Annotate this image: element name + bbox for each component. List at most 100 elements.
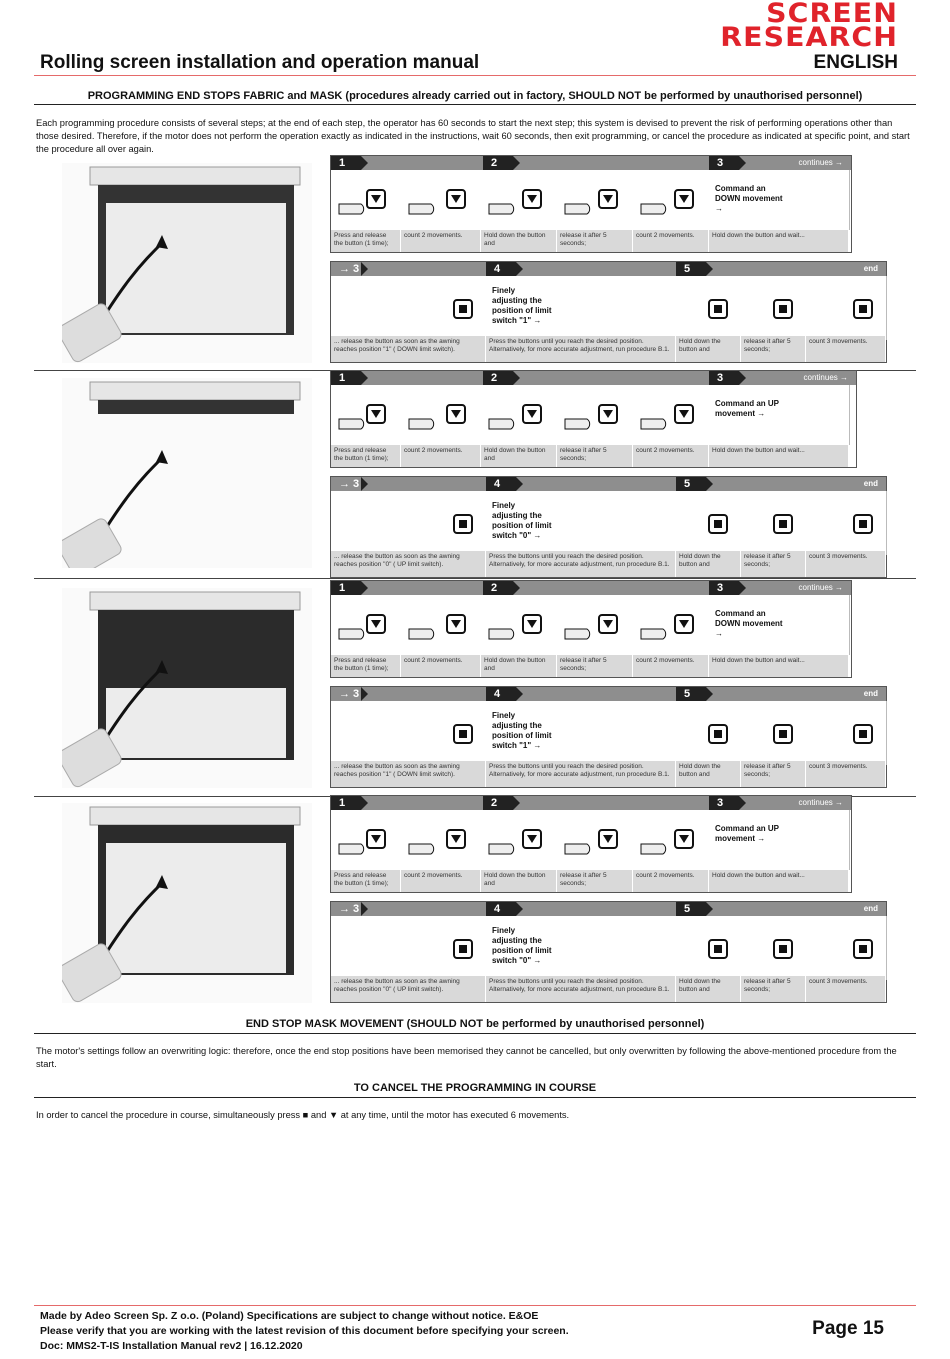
step-number: 3 <box>709 796 746 810</box>
step-pictogram <box>557 595 634 655</box>
page-title: Rolling screen installation and operatio… <box>40 52 480 73</box>
step-pictogram <box>633 385 710 445</box>
step-pictogram <box>401 385 482 445</box>
step-pictogram: Command an UP movement → <box>709 385 850 445</box>
step-caption: Press the buttons until you reach the de… <box>486 551 676 577</box>
step-caption: Hold down the button and wait... <box>709 445 849 467</box>
step-caption: Hold down the button and <box>676 336 741 362</box>
step-caption: ... release the button as soon as the aw… <box>331 761 486 787</box>
step-pictogram <box>676 701 742 765</box>
step-pictogram: Command an DOWN movement → <box>709 595 850 655</box>
step-caption: Press and release the button (1 time); <box>331 870 401 892</box>
pictogram-drawing <box>640 189 694 215</box>
step-pictogram <box>331 170 402 230</box>
step-caption: count 2 movements. <box>633 870 709 892</box>
pictogram-drawing <box>640 614 694 640</box>
pictogram-drawing <box>773 299 793 319</box>
screen-drawing <box>57 591 301 788</box>
adjust-label: Finely adjusting the position of limit s… <box>492 926 552 965</box>
screen-illustration <box>57 378 312 578</box>
command-label: Command an DOWN movement → <box>715 609 783 638</box>
step-caption: count 3 movements. <box>806 976 886 1002</box>
pictogram-drawing <box>640 404 694 430</box>
step-number: 5 <box>676 477 713 491</box>
step-pictogram <box>331 701 487 765</box>
step-caption: ... release the button as soon as the aw… <box>331 336 486 362</box>
pictogram-drawing <box>408 614 466 640</box>
step-caption: release it after 5 seconds; <box>741 761 806 787</box>
step-caption: release it after 5 seconds; <box>741 976 806 1002</box>
step-pictogram: Finely adjusting the position of limit s… <box>486 701 677 765</box>
section-title-programming: PROGRAMMING END STOPS FABRIC and MASK (p… <box>87 90 863 102</box>
step-caption: Hold down the button and <box>676 551 741 577</box>
screen-illustration <box>57 803 312 1003</box>
pictogram-drawing <box>488 614 542 640</box>
step-number: 1 <box>331 156 368 170</box>
step-caption: release it after 5 seconds; <box>557 870 633 892</box>
page-number: Page 15 <box>812 1318 884 1339</box>
step-number: 3 <box>709 581 746 595</box>
pictogram-drawing <box>488 189 542 215</box>
step-pictogram <box>633 595 710 655</box>
step-caption: count 3 movements. <box>806 761 886 787</box>
step-caption: release it after 5 seconds; <box>557 445 633 467</box>
pictogram-drawing <box>853 514 873 534</box>
step-pictogram <box>633 810 710 870</box>
pictogram-drawing <box>564 189 618 215</box>
screen-drawing <box>57 166 301 363</box>
step-pictogram <box>401 595 482 655</box>
step-caption: Hold down the button and wait... <box>709 870 849 892</box>
pictogram-drawing <box>453 514 473 534</box>
header-divider <box>34 75 916 76</box>
step-caption: Press and release the button (1 time); <box>331 230 401 252</box>
step-pictogram <box>331 276 487 340</box>
step-pictogram <box>401 170 482 230</box>
step-caption: Hold down the button and <box>481 230 557 252</box>
step-pictogram <box>481 170 558 230</box>
screen-drawing <box>57 381 301 578</box>
step-pictogram <box>481 810 558 870</box>
brand-logo: SCREEN RESEARCH <box>720 0 898 53</box>
pictogram-drawing <box>453 724 473 744</box>
pictogram-drawing <box>488 404 542 430</box>
continues-label: continues → <box>798 158 843 167</box>
pictogram-drawing <box>853 939 873 959</box>
step-caption: release it after 5 seconds; <box>741 551 806 577</box>
section-title-cancel: TO CANCEL THE PROGRAMMING IN COURSE <box>353 1082 597 1094</box>
step-number: → 3 <box>331 477 368 491</box>
adjust-label: Finely adjusting the position of limit s… <box>492 501 552 540</box>
footer-divider <box>34 1305 916 1306</box>
pictogram-drawing <box>773 514 793 534</box>
footer-line-1: Made by Adeo Screen Sp. Z o.o. (Poland) … <box>40 1310 539 1322</box>
pictogram-drawing <box>853 724 873 744</box>
step-pictogram <box>481 385 558 445</box>
section-title-end-stop-mask: END STOP MASK MOVEMENT (SHOULD NOT be pe… <box>245 1018 705 1030</box>
pictogram-drawing <box>564 404 618 430</box>
step-pictogram <box>741 491 807 555</box>
step-number: 5 <box>676 902 713 916</box>
block-divider <box>34 578 916 579</box>
language-label: ENGLISH <box>813 52 898 73</box>
step-pictogram <box>806 701 887 765</box>
step-pictogram: Command an DOWN movement → <box>709 170 850 230</box>
step-number: 3 <box>709 156 746 170</box>
screen-illustration <box>57 588 312 788</box>
section-divider <box>34 1097 916 1098</box>
step-number: 4 <box>486 477 523 491</box>
end-label: end <box>863 689 878 698</box>
step-number: 1 <box>331 371 368 385</box>
step-number: 5 <box>676 687 713 701</box>
step-number: → 3 <box>331 902 368 916</box>
pictogram-drawing <box>338 829 386 855</box>
step-pictogram <box>633 170 710 230</box>
